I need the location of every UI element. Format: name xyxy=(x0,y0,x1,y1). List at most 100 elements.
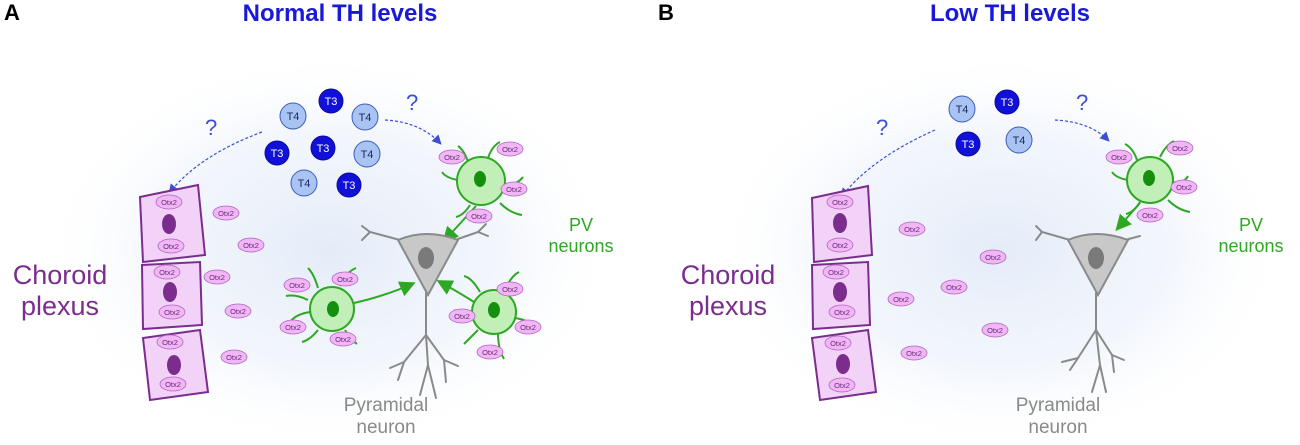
otx2-protein: Otx2 xyxy=(898,221,926,237)
otx2-protein: Otx2 xyxy=(448,308,476,324)
otx2-label: Otx2 xyxy=(502,285,518,294)
pyramidal-label-line1: Pyramidal xyxy=(1015,395,1101,416)
otx2-label: Otx2 xyxy=(226,353,242,362)
panel-a-arrow-to-pv xyxy=(384,119,442,145)
panel-b-pv-label: PV neurons xyxy=(1210,215,1292,256)
otx2-proteins: Otx2Otx2Otx2Otx2Otx2Otx2Otx2Otx2Otx2Otx2… xyxy=(153,140,1198,393)
panel-a-title: Normal TH levels xyxy=(242,0,438,27)
otx2-label: Otx2 xyxy=(828,268,844,277)
otx2-protein: Otx2 xyxy=(979,249,1007,265)
otx2-protein: Otx2 xyxy=(156,334,184,350)
otx2-protein: Otx2 xyxy=(496,281,524,297)
otx2-protein: Otx2 xyxy=(279,319,307,335)
t4-molecule: T4 xyxy=(948,95,976,123)
panel-a-choroid-label: Choroid plexus xyxy=(4,260,116,322)
otx2-label: Otx2 xyxy=(165,380,181,389)
pv-label-line1: PV xyxy=(568,215,593,235)
otx2-label: Otx2 xyxy=(209,273,225,282)
t4-molecule: T4 xyxy=(290,169,318,197)
pyramidal-label-line2: neuron xyxy=(356,416,416,438)
otx2-label: Otx2 xyxy=(834,381,850,390)
t3-molecule: T3 xyxy=(318,88,344,114)
otx2-protein: Otx2 xyxy=(500,181,528,197)
otx2-label: Otx2 xyxy=(506,185,522,194)
otx2-protein: Otx2 xyxy=(1136,207,1164,223)
t3-label: T3 xyxy=(317,143,330,155)
panel-b-letter: B xyxy=(658,0,674,25)
t3-label: T3 xyxy=(343,180,356,192)
otx2-label: Otx2 xyxy=(230,307,246,316)
pv-neuron xyxy=(441,141,524,243)
t3-label: T3 xyxy=(1001,97,1014,109)
t4-label: T4 xyxy=(287,111,300,123)
otx2-protein: Otx2 xyxy=(514,319,542,335)
otx2-label: Otx2 xyxy=(832,198,848,207)
panel-a-pv-label: PV neurons xyxy=(540,215,622,256)
panel-b-choroid-label: Choroid plexus xyxy=(672,260,784,322)
otx2-label: Otx2 xyxy=(161,198,177,207)
otx2-label: Otx2 xyxy=(471,212,487,221)
otx2-label: Otx2 xyxy=(502,145,518,154)
choroid-nucleus xyxy=(167,355,181,375)
t4-molecule: T4 xyxy=(1005,126,1033,154)
choroid-label-line2: plexus xyxy=(688,291,768,322)
otx2-protein: Otx2 xyxy=(1166,140,1194,156)
t4-label: T4 xyxy=(298,178,311,190)
otx2-protein: Otx2 xyxy=(159,376,187,392)
otx2-protein: Otx2 xyxy=(981,322,1009,338)
otx2-label: Otx2 xyxy=(454,312,470,321)
otx2-protein: Otx2 xyxy=(828,304,856,320)
otx2-protein: Otx2 xyxy=(1105,149,1133,165)
otx2-label: Otx2 xyxy=(162,338,178,347)
otx2-label: Otx2 xyxy=(163,242,179,251)
panel-a-graphics xyxy=(40,50,620,445)
otx2-protein: Otx2 xyxy=(828,377,856,393)
otx2-label: Otx2 xyxy=(289,281,305,290)
pv-neuron xyxy=(285,267,416,345)
t3-label: T3 xyxy=(325,96,338,108)
t3-label: T3 xyxy=(962,139,975,151)
panel-a-pyramidal-neuron xyxy=(361,223,489,399)
choroid-label-line1: Choroid xyxy=(680,260,776,290)
choroid-nucleus xyxy=(833,282,847,302)
otx2-protein: Otx2 xyxy=(465,208,493,224)
panel-a-pv-neurons xyxy=(285,141,536,360)
otx2-label: Otx2 xyxy=(1142,211,1158,220)
otx2-protein: Otx2 xyxy=(158,304,186,320)
panel-a-question-mark-left: ? xyxy=(205,115,218,140)
otx2-protein: Otx2 xyxy=(220,349,248,365)
t3-molecule: T3 xyxy=(336,172,362,198)
choroid-label-line1: Choroid xyxy=(12,260,108,290)
choroid-label-line2: plexus xyxy=(20,291,100,322)
otx2-protein: Otx2 xyxy=(826,194,854,210)
pyramidal-label-line1: Pyramidal xyxy=(343,395,429,416)
pyramidal-label-line2: neuron xyxy=(1028,416,1088,438)
otx2-protein: Otx2 xyxy=(887,291,915,307)
otx2-label: Otx2 xyxy=(946,283,962,292)
otx2-protein: Otx2 xyxy=(203,269,231,285)
t4-label: T4 xyxy=(359,112,372,124)
t4-molecule: T4 xyxy=(351,103,379,131)
otx2-protein: Otx2 xyxy=(331,271,359,287)
panel-b-question-mark-left: ? xyxy=(876,115,889,140)
otx2-label: Otx2 xyxy=(1172,144,1188,153)
choroid-nucleus xyxy=(163,282,177,302)
otx2-label: Otx2 xyxy=(1111,153,1127,162)
pv-label-line2: neurons xyxy=(1218,235,1284,256)
pv-label-line2: neurons xyxy=(548,235,614,256)
otx2-protein: Otx2 xyxy=(940,279,968,295)
panel-a-pyramidal-label: Pyramidal neuron xyxy=(328,395,444,439)
otx2-protein: Otx2 xyxy=(1170,179,1198,195)
t4-label: T4 xyxy=(1013,135,1026,147)
t3-molecule: T3 xyxy=(994,89,1020,115)
otx2-label: Otx2 xyxy=(520,323,536,332)
otx2-label: Otx2 xyxy=(834,308,850,317)
otx2-label: Otx2 xyxy=(164,308,180,317)
otx2-protein: Otx2 xyxy=(438,149,466,165)
otx2-label: Otx2 xyxy=(985,253,1001,262)
t4-molecule: T4 xyxy=(353,140,381,168)
otx2-label: Otx2 xyxy=(987,326,1003,335)
